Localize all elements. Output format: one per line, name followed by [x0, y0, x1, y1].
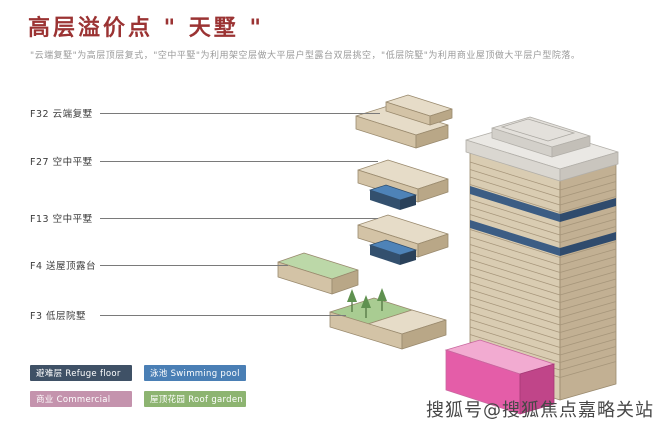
- floor-label-f27: F27 空中平墅: [30, 157, 93, 168]
- floor-label-f3: F3 低层院墅: [30, 311, 87, 322]
- callout-line: [100, 264, 288, 266]
- floor-callout-f13: F13 空中平墅: [30, 211, 378, 225]
- block-f13-flat: [357, 214, 449, 265]
- legend-item-swimming-pool: 泳池 Swimming pool: [144, 365, 246, 381]
- block-f27-flat: [357, 159, 449, 210]
- tree-icon: [347, 289, 357, 312]
- floor-label-f32: F32 云端复墅: [30, 109, 93, 120]
- page-title: 高层溢价点 " 天墅 ": [28, 16, 264, 41]
- block-f4-roof-terrace: [277, 252, 359, 295]
- commercial-podium: [444, 339, 556, 415]
- block-f32-duplex: [355, 94, 453, 149]
- floor-callout-f3: F3 低层院墅: [30, 308, 346, 322]
- block-f3-courtyard: [329, 288, 447, 350]
- callout-line: [100, 217, 378, 219]
- refuge-floor-band: [470, 220, 616, 256]
- refuge-floor-band: [470, 186, 616, 222]
- tower-roof-cap: [465, 116, 619, 182]
- tower-illustration: [444, 116, 619, 415]
- floor-callout-f32: F32 云端复墅: [30, 106, 380, 120]
- watermark: 搜狐号@搜狐焦点嘉略关站: [426, 400, 654, 421]
- pool-f27: [368, 184, 418, 210]
- floor-label-f13: F13 空中平墅: [30, 214, 93, 225]
- legend-item-roof-garden: 屋顶花园 Roof garden: [144, 391, 246, 407]
- callout-line: [100, 112, 380, 114]
- page-subtitle: "云端复墅"为高层顶层复式，"空中平墅"为利用架空层做大平层户型露台双层挑空，"…: [30, 51, 581, 61]
- callout-line: [100, 160, 378, 162]
- legend-item-refuge-floor: 避难层 Refuge floor: [30, 365, 132, 381]
- floor-callout-f27: F27 空中平墅: [30, 154, 378, 168]
- legend: 避难层 Refuge floor 泳池 Swimming pool 商业 Com…: [30, 365, 246, 407]
- callout-line: [100, 314, 346, 316]
- floor-label-f4: F4 送屋顶露台: [30, 261, 97, 272]
- legend-item-commercial: 商业 Commercial: [30, 391, 132, 407]
- tree-icon: [377, 288, 387, 311]
- tree-icon: [361, 295, 371, 318]
- pool-f13: [368, 239, 418, 265]
- floor-callout-f4: F4 送屋顶露台: [30, 258, 288, 272]
